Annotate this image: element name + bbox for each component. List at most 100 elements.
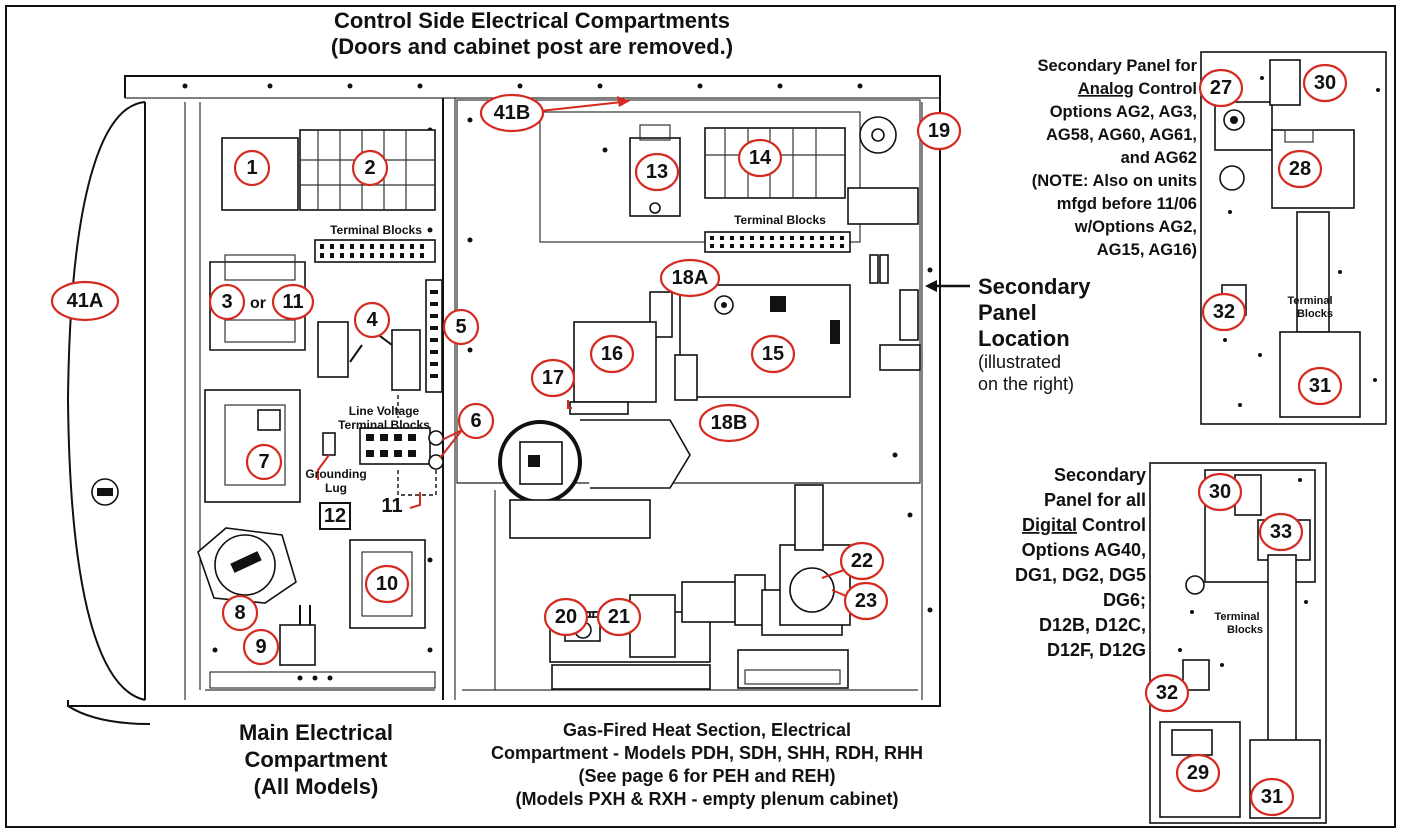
terminal-bot-label-1: Terminal <box>1214 611 1259 623</box>
svg-text:22: 22 <box>851 550 873 572</box>
callout-20: 20 <box>543 597 589 637</box>
svg-text:5: 5 <box>455 316 466 338</box>
digital-line3: Control <box>1077 515 1146 535</box>
title-line1: Control Side Electrical Compartments <box>334 8 730 33</box>
callout-11: 11 <box>271 283 315 321</box>
svg-text:1: 1 <box>246 157 257 179</box>
svg-text:32: 32 <box>1156 682 1178 704</box>
gas-caption-1: Gas-Fired Heat Section, Electrical <box>563 720 851 740</box>
analog-line8: w/Options AG2, <box>1074 218 1197 236</box>
svg-text:13: 13 <box>646 161 668 183</box>
terminal-blocks-left-label: Terminal Blocks <box>330 223 422 237</box>
callout-9: 9 <box>242 628 280 666</box>
svg-text:7: 7 <box>258 451 269 473</box>
callout-2: 2 <box>351 149 389 187</box>
svg-text:31: 31 <box>1309 375 1331 397</box>
secondary-location-line3: Location <box>978 326 1070 351</box>
callout-32: 32 <box>1201 292 1247 332</box>
main-caption-2: Compartment <box>244 747 388 772</box>
terminal-top-label-2: Blocks <box>1297 308 1333 320</box>
title-block: Control Side Electrical Compartments (Do… <box>331 8 733 59</box>
digital-line7: D12B, D12C, <box>1039 615 1146 635</box>
svg-text:19: 19 <box>928 120 950 142</box>
svg-text:15: 15 <box>762 343 784 365</box>
main-caption-1: Main Electrical <box>239 720 393 745</box>
outer-border <box>5 5 1396 828</box>
callout-23: 23 <box>843 581 889 621</box>
gas-caption-3: (See page 6 for PEH and REH) <box>578 766 835 786</box>
secondary-location-line2: Panel <box>978 300 1037 325</box>
svg-text:29: 29 <box>1187 762 1209 784</box>
svg-text:Digital Control: Digital Control <box>1022 515 1146 535</box>
callout-41b: 41B <box>479 93 545 133</box>
svg-text:14: 14 <box>749 147 772 169</box>
secondary-location-line5: on the right) <box>978 374 1074 394</box>
analog-underlined: Analog <box>1078 80 1134 98</box>
svg-text:8: 8 <box>234 602 245 624</box>
callout-13: 13 <box>634 152 680 192</box>
callout-3: 3 <box>208 283 246 321</box>
secondary-location-line1: Secondary <box>978 274 1091 299</box>
callout-14: 14 <box>737 138 783 178</box>
svg-text:33: 33 <box>1270 521 1292 543</box>
analog-line9: AG15, AG16) <box>1097 241 1197 259</box>
digital-line1: Secondary <box>1054 465 1146 485</box>
analog-line4: AG58, AG60, AG61, <box>1046 126 1197 144</box>
svg-text:41B: 41B <box>494 102 531 124</box>
callout-29: 29 <box>1175 753 1221 793</box>
digital-panel-text: Secondary Panel for all Digital Control … <box>1015 465 1146 660</box>
grounding-label-1: Grounding <box>305 467 366 481</box>
callout-7: 7 <box>245 443 283 481</box>
callout-33: 33 <box>1258 512 1304 552</box>
cabinet-outline <box>66 75 941 725</box>
digital-line4: Options AG40, <box>1022 540 1146 560</box>
secondary-location-text: Secondary Panel Location (illustrated on… <box>978 274 1091 394</box>
svg-text:4: 4 <box>366 309 378 331</box>
digital-line6: DG6; <box>1103 590 1146 610</box>
digital-underlined: Digital <box>1022 515 1077 535</box>
svg-text:3: 3 <box>221 291 232 313</box>
callout-30b: 30 <box>1197 472 1243 512</box>
gas-caption-2: Compartment - Models PDH, SDH, SHH, RDH,… <box>491 743 923 763</box>
svg-text:28: 28 <box>1289 158 1311 180</box>
callout-31b: 31 <box>1249 777 1295 817</box>
callout-4: 4 <box>353 301 391 339</box>
svg-text:9: 9 <box>255 636 266 658</box>
left-components <box>197 129 444 689</box>
analog-panel-text: Secondary Panel for Analog Control Optio… <box>1032 57 1198 259</box>
svg-text:32: 32 <box>1213 301 1235 323</box>
svg-text:30: 30 <box>1314 72 1336 94</box>
caption-gas: Gas-Fired Heat Section, Electrical Compa… <box>491 720 923 809</box>
analog-line3: Options AG2, AG3, <box>1050 103 1197 121</box>
main-caption-3: (All Models) <box>254 774 379 799</box>
callout-10: 10 <box>364 564 410 604</box>
callout-16: 16 <box>589 334 635 374</box>
callout-18b: 18B <box>698 403 760 443</box>
callout-8: 8 <box>221 594 259 632</box>
callout-6: 6 <box>457 402 495 440</box>
secondary-location-line4: (illustrated <box>978 352 1061 372</box>
digital-line5: DG1, DG2, DG5 <box>1015 565 1146 585</box>
digital-line8: D12F, D12G <box>1047 640 1146 660</box>
analog-line6: (NOTE: Also on units <box>1032 172 1197 190</box>
svg-text:2: 2 <box>364 157 375 179</box>
callout-28: 28 <box>1277 149 1323 189</box>
callout-27: 27 <box>1198 68 1244 108</box>
callout-41a: 41A <box>50 280 120 322</box>
svg-text:20: 20 <box>555 606 577 628</box>
callout-17: 17 <box>530 358 576 398</box>
callout-18a: 18A <box>659 258 721 298</box>
analog-line7: mfgd before 11/06 <box>1057 195 1197 213</box>
line-voltage-label-2: Terminal Blocks <box>338 418 430 432</box>
gas-caption-4: (Models PXH & RXH - empty plenum cabinet… <box>515 789 898 809</box>
or-label-1: or <box>250 295 266 312</box>
svg-text:18B: 18B <box>711 412 748 434</box>
terminal-blocks-mid-label: Terminal Blocks <box>734 213 826 227</box>
svg-text:6: 6 <box>470 410 481 432</box>
svg-text:17: 17 <box>542 367 564 389</box>
analog-line5: and AG62 <box>1121 149 1197 167</box>
callout-31: 31 <box>1297 366 1343 406</box>
svg-text:21: 21 <box>608 606 630 628</box>
callout-21: 21 <box>596 597 642 637</box>
